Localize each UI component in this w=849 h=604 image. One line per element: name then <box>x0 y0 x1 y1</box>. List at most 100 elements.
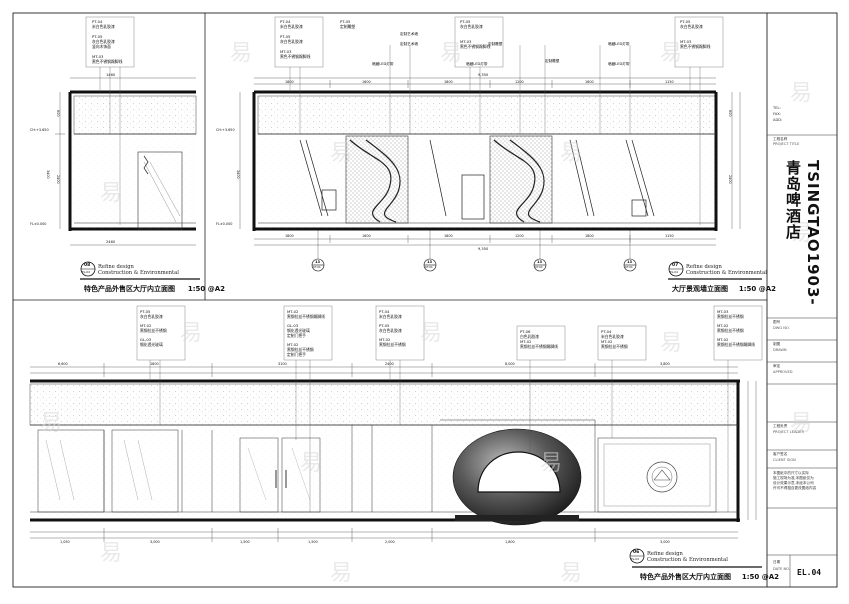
tag-number: 08 <box>84 263 91 268</box>
elevation-08 <box>55 16 200 280</box>
brand-block: Refine design Construction & Environment… <box>98 264 179 276</box>
dim-bottom: 1,800 <box>505 540 515 544</box>
dim-top: 1460 <box>106 73 116 77</box>
section-tag-sheet: DT-04 <box>425 266 433 269</box>
ceiling-band <box>257 95 717 135</box>
disclaimer-line: 施工现场为准,本图纸仅为 <box>773 476 814 480</box>
height-dim: 3400 <box>46 170 50 179</box>
drawing-no-value: DWG NO. <box>773 326 790 330</box>
callout-desc: 灰白色乳胶漆 <box>92 39 115 44</box>
callout-desc: 黑钢拉丝不锈钢 <box>717 314 744 319</box>
project-title: TSINGTAO1903-青岛啤酒店 <box>784 160 822 306</box>
height-dim: 2400 <box>56 175 60 184</box>
callout-code: PT-05 <box>680 19 691 24</box>
disclaimer-line: 本图纸中的尺寸以实际 <box>773 471 809 475</box>
brand-line2: Construction & Environmental <box>98 270 179 276</box>
callout-code: MT-02 <box>520 339 532 344</box>
callout-desc: 黑钢拉丝不锈钢踢脚线 <box>717 342 755 347</box>
svg-text:易: 易 <box>330 561 352 586</box>
brand-block: Refine design Construction & Environment… <box>647 551 728 563</box>
drawn-label: 制图 <box>773 342 781 346</box>
height-dim: 600 <box>56 110 60 117</box>
callout-group-06b: MT-02 黑钢拉丝不锈钢踢脚线 GL-03 钢化透光玻璃 定制门把手 MT-0… <box>287 309 325 357</box>
dim-top: 6,600 <box>58 362 68 366</box>
callout-code: PT-04 <box>92 19 103 24</box>
section-tag-sheet: DT-04 <box>535 266 543 269</box>
callout-desc: 灰白色乳胶漆 <box>379 328 402 333</box>
note: 暗藏LED灯带 <box>466 62 488 66</box>
svg-text:易: 易 <box>40 411 62 436</box>
dim-top: 1600 <box>362 80 371 84</box>
brand-line1: Refine design <box>686 264 722 270</box>
note: 定制艺术墙 <box>400 42 418 46</box>
date-value: DATE NO. <box>773 567 791 571</box>
svg-text:易: 易 <box>180 321 202 346</box>
callout-desc: 白色乳胶漆 <box>520 334 539 339</box>
callout-desc: 米白色乳胶漆 <box>92 24 115 29</box>
section-tag-sheet: DT-04 <box>625 266 633 269</box>
callout-group-07a: PT-04 米白色乳胶漆 PT-05 灰白色乳胶漆 MT-03 黑色不锈钢踢脚线 <box>280 19 310 59</box>
glass-doors <box>239 425 433 513</box>
note: 定制雕塑 <box>488 42 503 46</box>
callout-code: PT-05 <box>460 19 471 24</box>
height-dim: 3400 <box>236 170 240 179</box>
callout-group-06a: PT-05 灰白色乳胶漆 MT-02 黑钢拉丝不锈钢 GL-03 钢化透光玻璃 <box>140 309 167 347</box>
dim-bottom: 1,500 <box>308 540 318 544</box>
dim-bottom: 1800 <box>285 234 294 238</box>
title-block-rules <box>767 134 837 587</box>
brand-line1: Refine design <box>98 264 134 270</box>
drawing-no-label: 图号 <box>773 320 781 324</box>
dim-bottom: 3,000 <box>150 540 160 544</box>
callout-desc: 灰白色乳胶漆 <box>280 39 303 44</box>
callout-code: MT-02 <box>717 337 729 342</box>
callout-group-08: PT-04 米白色乳胶漆 PT-05 灰白色乳胶漆 竖向木饰面 MT-03 黑色… <box>92 19 122 64</box>
section-tag-no: 13 <box>315 260 321 264</box>
callout-group-06c: PT-04 米白色乳胶漆 PT-05 灰白色乳胶漆 MT-02 黑钢拉丝不锈钢 <box>379 309 406 347</box>
callout-note: 竖向木饰面 <box>92 44 111 49</box>
dim-top: 1800 <box>585 80 594 84</box>
leader-label: 工程负责 <box>773 424 788 428</box>
panel-title-08: 特色产品外售区大厅内立面图 1:50 @A2 <box>84 284 225 294</box>
level-floor: FL±0.000 <box>30 222 47 226</box>
svg-text:易: 易 <box>100 541 122 566</box>
callout-desc: 灰白色乳胶漆 <box>680 24 703 29</box>
callout-desc: 黑钢拉丝不锈钢 <box>140 328 167 333</box>
dim-bottom: 3,000 <box>660 540 670 544</box>
section-tag-no: 13 <box>627 260 633 264</box>
client-value: CLIENT SIGN <box>773 458 796 462</box>
callout-code: PT-04 <box>280 19 291 24</box>
svg-text:易: 易 <box>660 331 682 356</box>
callout-group-06e: PT-04 米白色乳胶漆 MT-02 黑钢拉丝不锈钢 <box>601 329 628 349</box>
project-title-label: 工程名称 <box>773 137 788 141</box>
callout-desc: 灰白色乳胶漆 <box>460 24 483 29</box>
tag-sheet: EL-04 <box>670 270 678 274</box>
brand-block: Refine design Construction & Environment… <box>686 264 767 276</box>
date-label: 日期 <box>773 560 781 564</box>
panel-title-text: 特色产品外售区大厅内立面图 <box>640 573 731 581</box>
panel-title-07: 大厅景观墙立面图 1:50 @A2 <box>672 284 776 294</box>
drawn-value: DRAWN <box>773 348 787 352</box>
callout-desc: 黑钢拉丝不锈钢踢脚线 <box>520 344 558 349</box>
svg-text:易: 易 <box>790 411 812 436</box>
dim-top: 3,800 <box>660 362 670 366</box>
svg-text:易: 易 <box>790 81 812 106</box>
callout-desc: 黑钢拉丝不锈钢 <box>287 347 314 352</box>
panel-title-06: 特色产品外售区大厅内立面图 1:50 @A2 <box>640 572 779 582</box>
disclaimer-line: 设计效果示意,未经本公司 <box>773 481 814 485</box>
dim-bottom: 2460 <box>106 240 116 244</box>
callout-desc: 米白色乳胶漆 <box>280 24 303 29</box>
callout-group-07b: PT-05 定制雕塑 <box>340 19 355 29</box>
dim-bottom: 1800 <box>444 234 453 238</box>
callout-code: MT-03 <box>460 39 472 44</box>
panel-scale: 1:50 @A2 <box>741 573 780 581</box>
level-ceiling: CH:+3.650 <box>216 128 235 132</box>
tel-label: TEL: <box>773 106 781 110</box>
section-tags <box>311 229 637 272</box>
callout-code: MT-03 <box>680 39 692 44</box>
callout-code: PT-05 <box>379 323 390 328</box>
dim-bottom: 1800 <box>585 234 594 238</box>
svg-text:易: 易 <box>660 41 682 66</box>
svg-text:易: 易 <box>330 141 352 166</box>
